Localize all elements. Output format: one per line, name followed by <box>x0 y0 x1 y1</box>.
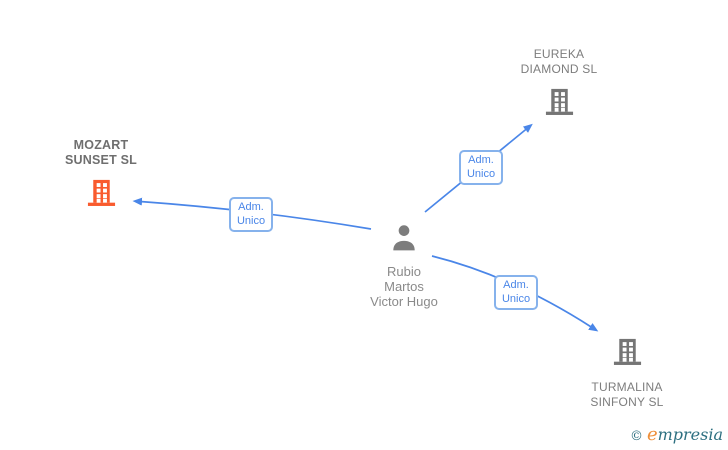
building-icon <box>86 177 117 208</box>
company-name-line: DIAMOND SL <box>520 62 598 76</box>
company-name: EUREKA DIAMOND SL <box>494 47 624 77</box>
company-node-turmalina-sinfony-sl[interactable]: TURMALINA SINFONY SL <box>562 336 692 410</box>
person-name-line: Martos <box>384 279 424 294</box>
person-name-line: Rubio <box>387 264 421 279</box>
copyright-icon: © <box>629 429 643 444</box>
edge-label-line: Unico <box>501 293 531 305</box>
brand-name: mpresia <box>657 425 723 444</box>
brand-initial: e <box>646 424 658 445</box>
person-name-line: Victor Hugo <box>370 294 438 309</box>
person-name: Rubio Martos Victor Hugo <box>339 264 469 309</box>
edge-label-line: Adm. <box>468 154 494 166</box>
company-name-line: EUREKA <box>533 47 585 61</box>
edge-label-line: Adm. <box>238 201 264 213</box>
edge-label-adm-unico-turmalina[interactable]: Adm. Unico <box>494 275 538 310</box>
company-name-line: SINFONY SL <box>590 395 664 409</box>
company-name-line: TURMALINA <box>591 380 663 394</box>
person-node-rubio-martos-victor-hugo[interactable]: Rubio Martos Victor Hugo <box>339 223 469 309</box>
edge-label-line: Adm. <box>503 279 529 291</box>
company-name: TURMALINA SINFONY SL <box>562 380 692 410</box>
edge-label-adm-unico-mozart[interactable]: Adm. Unico <box>229 197 273 232</box>
edge-label-line: Unico <box>236 215 266 227</box>
edge-label-line: Unico <box>466 168 496 180</box>
company-node-mozart-sunset-sl[interactable]: MOZART SUNSET SL <box>36 138 166 213</box>
person-icon <box>389 223 419 253</box>
company-node-eureka-diamond-sl[interactable]: EUREKA DIAMOND SL <box>494 47 624 122</box>
empresia-watermark[interactable]: ©empresia <box>630 426 723 446</box>
company-name: MOZART SUNSET SL <box>36 138 166 168</box>
building-icon <box>544 86 575 117</box>
company-name-line: SUNSET SL <box>65 153 137 167</box>
edge-label-adm-unico-eureka[interactable]: Adm. Unico <box>459 150 503 185</box>
company-name-line: MOZART <box>73 138 129 152</box>
building-icon <box>612 336 643 367</box>
